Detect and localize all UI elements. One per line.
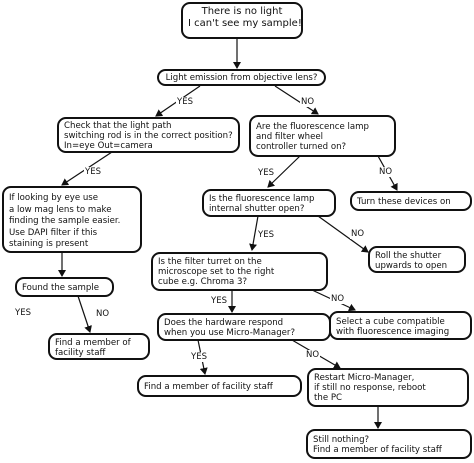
node-restart: Restart Micro-Manager, if still no respo… <box>307 368 469 407</box>
label-yes-shutter: YES <box>257 230 275 240</box>
node-low-mag: If looking by eye use a low mag lens to … <box>2 186 142 253</box>
label-yes-lamp: YES <box>257 168 275 178</box>
node-found-sample: Found the sample <box>15 277 114 297</box>
node-check-light-path: Check that the light path switching rod … <box>57 117 240 153</box>
node-start: There is no light I can't see my sample! <box>181 2 303 39</box>
node-roll-shutter: Roll the shutter upwards to open <box>368 246 466 273</box>
edge-shutter-yes <box>249 215 259 251</box>
label-yes-hardware: YES <box>190 352 208 362</box>
edge-found-no <box>77 295 92 333</box>
node-staff-1: Find a member of facility staff <box>48 333 150 360</box>
node-select-cube: Select a cube compatible with fluorescen… <box>329 311 472 340</box>
edge-lamp-yes <box>267 155 301 188</box>
node-filter-turret: Is the filter turret on the microscope s… <box>151 252 328 291</box>
node-turn-on: Turn these devices on <box>350 191 472 211</box>
node-staff-2: Find a member of facility staff <box>137 375 302 397</box>
label-yes-lightpath: YES <box>84 167 102 177</box>
node-hardware: Does the hardware respond when you use M… <box>157 313 331 341</box>
label-no-found: NO <box>95 309 111 319</box>
label-no-emission: NO <box>300 97 316 107</box>
node-light-emission: Light emission from objective lens? <box>157 69 326 86</box>
label-no-hardware: NO <box>305 350 321 360</box>
label-no-lamp: NO <box>378 167 394 177</box>
node-lamp-on: Are the fluorescence lamp and filter whe… <box>249 115 396 157</box>
label-yes-emission: YES <box>176 97 194 107</box>
label-no-shutter: NO <box>350 229 366 239</box>
label-no-turret: NO <box>330 294 346 304</box>
edge-emission-no <box>274 85 319 115</box>
label-yes-found: YES <box>14 308 32 318</box>
edge-shutter-no <box>317 215 369 253</box>
node-still-nothing: Still nothing? Find a member of facility… <box>306 429 472 459</box>
node-shutter-open: Is the fluorescence lamp internal shutte… <box>202 189 336 217</box>
label-yes-turret: YES <box>210 296 228 306</box>
